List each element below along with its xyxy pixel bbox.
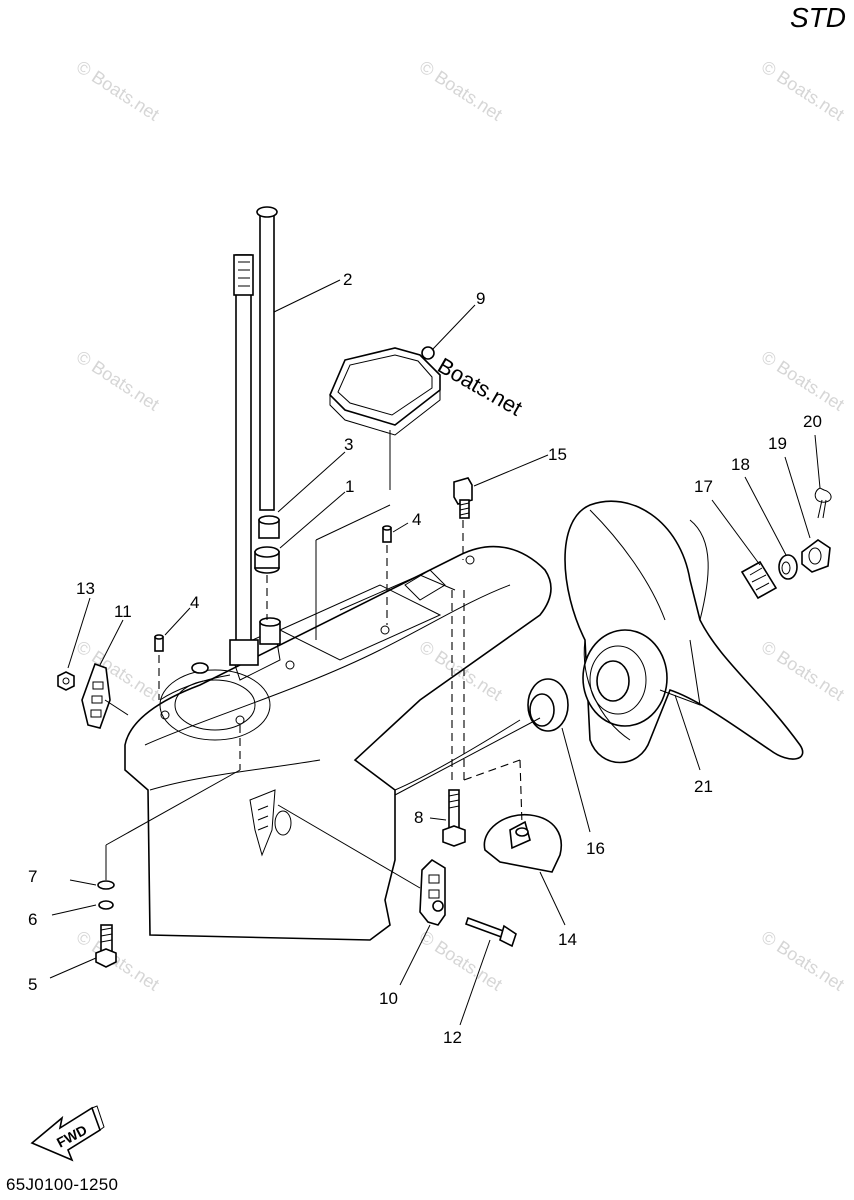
callout-11: 11 <box>114 602 132 621</box>
callout-7: 7 <box>28 867 37 886</box>
grommet-3 <box>258 515 280 539</box>
callout-12: 12 <box>443 1028 462 1047</box>
washer-18 <box>778 554 798 580</box>
callout-6: 6 <box>28 910 37 929</box>
callout-labels: 2 9 3 1 4 4 15 13 11 17 18 19 20 21 16 8… <box>28 270 822 1047</box>
callout-19: 19 <box>768 434 787 453</box>
variant-label: STD <box>790 2 846 33</box>
callout-1: 1 <box>345 477 354 496</box>
watermark: © Boats.net <box>758 57 848 125</box>
fwd-arrow-icon: FWD <box>30 1105 105 1162</box>
anode-11 <box>81 662 111 729</box>
assembly-dashed-lines <box>158 520 523 826</box>
seal-1 <box>254 546 280 574</box>
watermark-overlay: Boats.net <box>434 353 527 421</box>
thrust-washer-16 <box>527 678 569 732</box>
callout-17: 17 <box>694 477 713 496</box>
gear-seal-upper <box>259 617 281 645</box>
nut-13 <box>57 671 75 691</box>
callout-9: 9 <box>476 289 485 308</box>
watermark: © Boats.net <box>758 347 848 415</box>
callout-14: 14 <box>558 930 577 949</box>
cotter-pin-20 <box>814 487 832 519</box>
drive-shaft <box>229 254 259 666</box>
water-tube <box>256 206 278 511</box>
trim-tab-14 <box>483 813 562 873</box>
dowel-pin <box>154 634 164 652</box>
dowel-pin <box>382 525 392 543</box>
anode-10 <box>419 858 446 926</box>
watermark: © Boats.net <box>73 57 163 125</box>
washer-7 <box>97 880 115 890</box>
spacer-17 <box>740 560 778 600</box>
bolt-5 <box>95 924 117 968</box>
callout-2: 2 <box>343 270 352 289</box>
washer-6 <box>98 900 114 910</box>
gearcase-housing <box>124 545 552 941</box>
nut-19 <box>801 539 831 573</box>
leader-lines <box>49 279 821 1026</box>
callout-16: 16 <box>586 839 605 858</box>
watermark: © Boats.net <box>758 637 848 705</box>
watermark: © Boats.net <box>416 57 506 125</box>
bolt-15 <box>453 477 473 519</box>
watermark: © Boats.net <box>73 927 163 995</box>
watermark: © Boats.net <box>73 347 163 415</box>
propeller-21 <box>564 500 804 764</box>
callout-3: 3 <box>344 435 353 454</box>
callout-15: 15 <box>548 445 567 464</box>
callout-4-upper: 4 <box>412 510 421 529</box>
watermark: © Boats.net <box>758 927 848 995</box>
callout-5: 5 <box>28 975 37 994</box>
callout-4-lower: 4 <box>190 593 199 612</box>
diagram-code: 65J0100-1250 <box>6 1175 119 1194</box>
callout-21: 21 <box>694 777 713 796</box>
bolt-8 <box>442 789 466 847</box>
watermark: © Boats.net <box>416 927 506 995</box>
screw-12 <box>464 916 517 948</box>
callout-20: 20 <box>803 412 822 431</box>
callout-10: 10 <box>379 989 398 1008</box>
watermark-group: © Boats.net © Boats.net © Boats.net © Bo… <box>73 57 848 995</box>
callout-8: 8 <box>414 808 423 827</box>
callout-18: 18 <box>731 455 750 474</box>
callout-13: 13 <box>76 579 95 598</box>
gasket-9 <box>329 346 441 436</box>
